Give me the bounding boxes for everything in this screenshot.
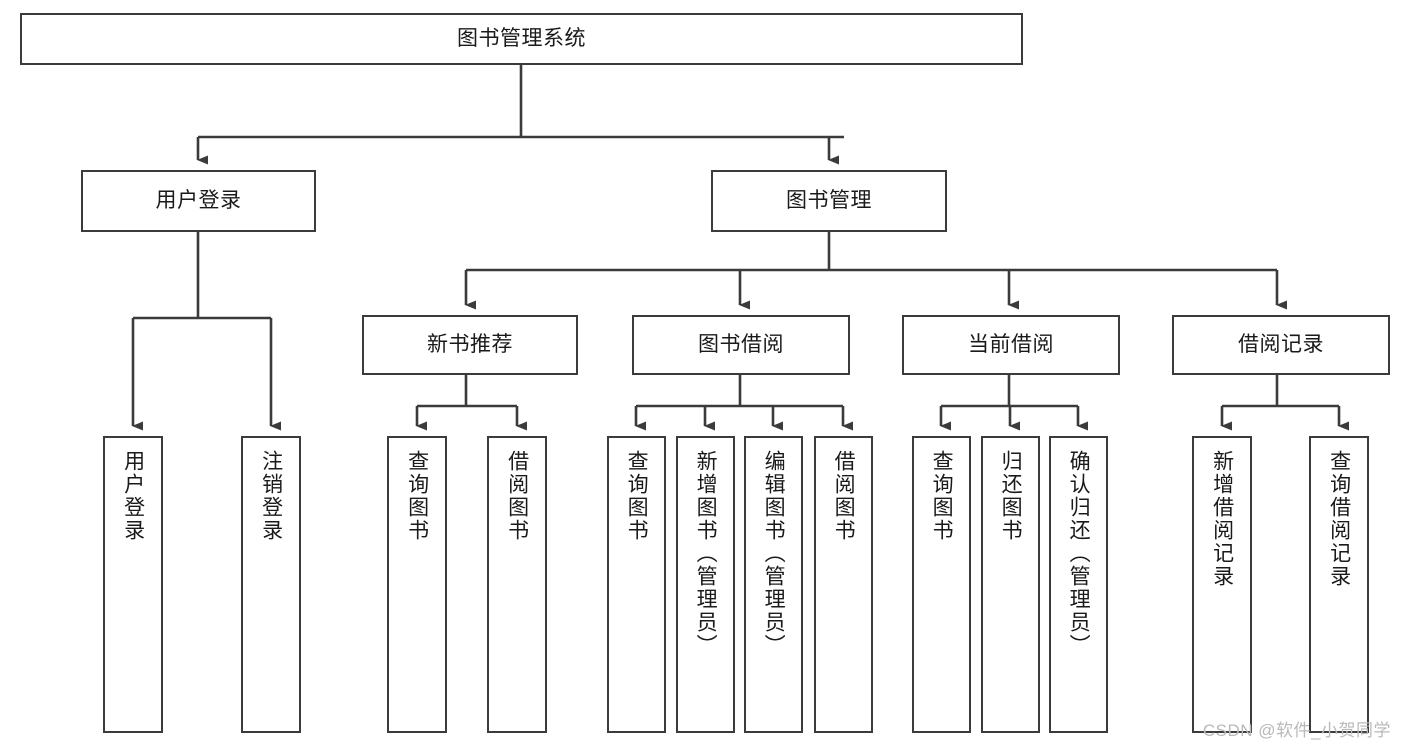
node-label: 当前借阅 bbox=[968, 333, 1054, 357]
node-leaf-return-book[interactable]: 归还图书 bbox=[981, 436, 1040, 733]
node-current-borrow[interactable]: 当前借阅 bbox=[902, 315, 1120, 375]
node-leaf-borrow-book[interactable]: 借阅图书 bbox=[814, 436, 873, 733]
node-label: 查询图书 bbox=[405, 450, 429, 542]
node-label: 确认归还（管理员） bbox=[1067, 450, 1091, 657]
node-leaf-add-book-admin[interactable]: 新增图书（管理员） bbox=[676, 436, 735, 733]
node-label: 新增借阅记录 bbox=[1210, 450, 1234, 588]
node-book-management[interactable]: 图书管理 bbox=[711, 170, 947, 232]
node-label: 新书推荐 bbox=[427, 333, 513, 357]
node-borrow-record[interactable]: 借阅记录 bbox=[1172, 315, 1390, 375]
node-leaf-query-book-borrow[interactable]: 查询图书 bbox=[607, 436, 666, 733]
node-label: 查询图书 bbox=[625, 450, 649, 542]
node-label: 新增图书（管理员） bbox=[694, 450, 718, 657]
node-book-borrow[interactable]: 图书借阅 bbox=[632, 315, 850, 375]
node-label: 注销登录 bbox=[259, 450, 283, 542]
node-leaf-user-login[interactable]: 用户登录 bbox=[103, 436, 163, 733]
node-label: 用户登录 bbox=[121, 450, 145, 542]
node-label: 图书借阅 bbox=[698, 333, 784, 357]
node-label: 查询借阅记录 bbox=[1327, 450, 1351, 588]
node-leaf-add-borrow-record[interactable]: 新增借阅记录 bbox=[1192, 436, 1252, 733]
node-leaf-confirm-return-admin[interactable]: 确认归还（管理员） bbox=[1049, 436, 1108, 733]
node-label: 查询图书 bbox=[930, 450, 954, 542]
node-user-login[interactable]: 用户登录 bbox=[81, 170, 316, 232]
node-leaf-query-borrow-record[interactable]: 查询借阅记录 bbox=[1309, 436, 1369, 733]
node-label: 归还图书 bbox=[999, 450, 1023, 542]
node-leaf-borrow-book-recommend[interactable]: 借阅图书 bbox=[487, 436, 547, 733]
node-leaf-query-book-current[interactable]: 查询图书 bbox=[912, 436, 971, 733]
node-leaf-logout-login[interactable]: 注销登录 bbox=[241, 436, 301, 733]
node-label: 图书管理系统 bbox=[457, 27, 586, 51]
node-leaf-query-book-recommend[interactable]: 查询图书 bbox=[387, 436, 447, 733]
node-new-book-recommend[interactable]: 新书推荐 bbox=[362, 315, 578, 375]
node-label: 借阅图书 bbox=[832, 450, 856, 542]
node-label: 借阅记录 bbox=[1238, 333, 1324, 357]
node-label: 用户登录 bbox=[155, 189, 242, 213]
node-label: 编辑图书（管理员） bbox=[762, 450, 786, 657]
node-label: 图书管理 bbox=[786, 189, 872, 213]
node-label: 借阅图书 bbox=[505, 450, 529, 542]
node-root-book-management-system[interactable]: 图书管理系统 bbox=[20, 13, 1023, 65]
node-leaf-edit-book-admin[interactable]: 编辑图书（管理员） bbox=[744, 436, 803, 733]
